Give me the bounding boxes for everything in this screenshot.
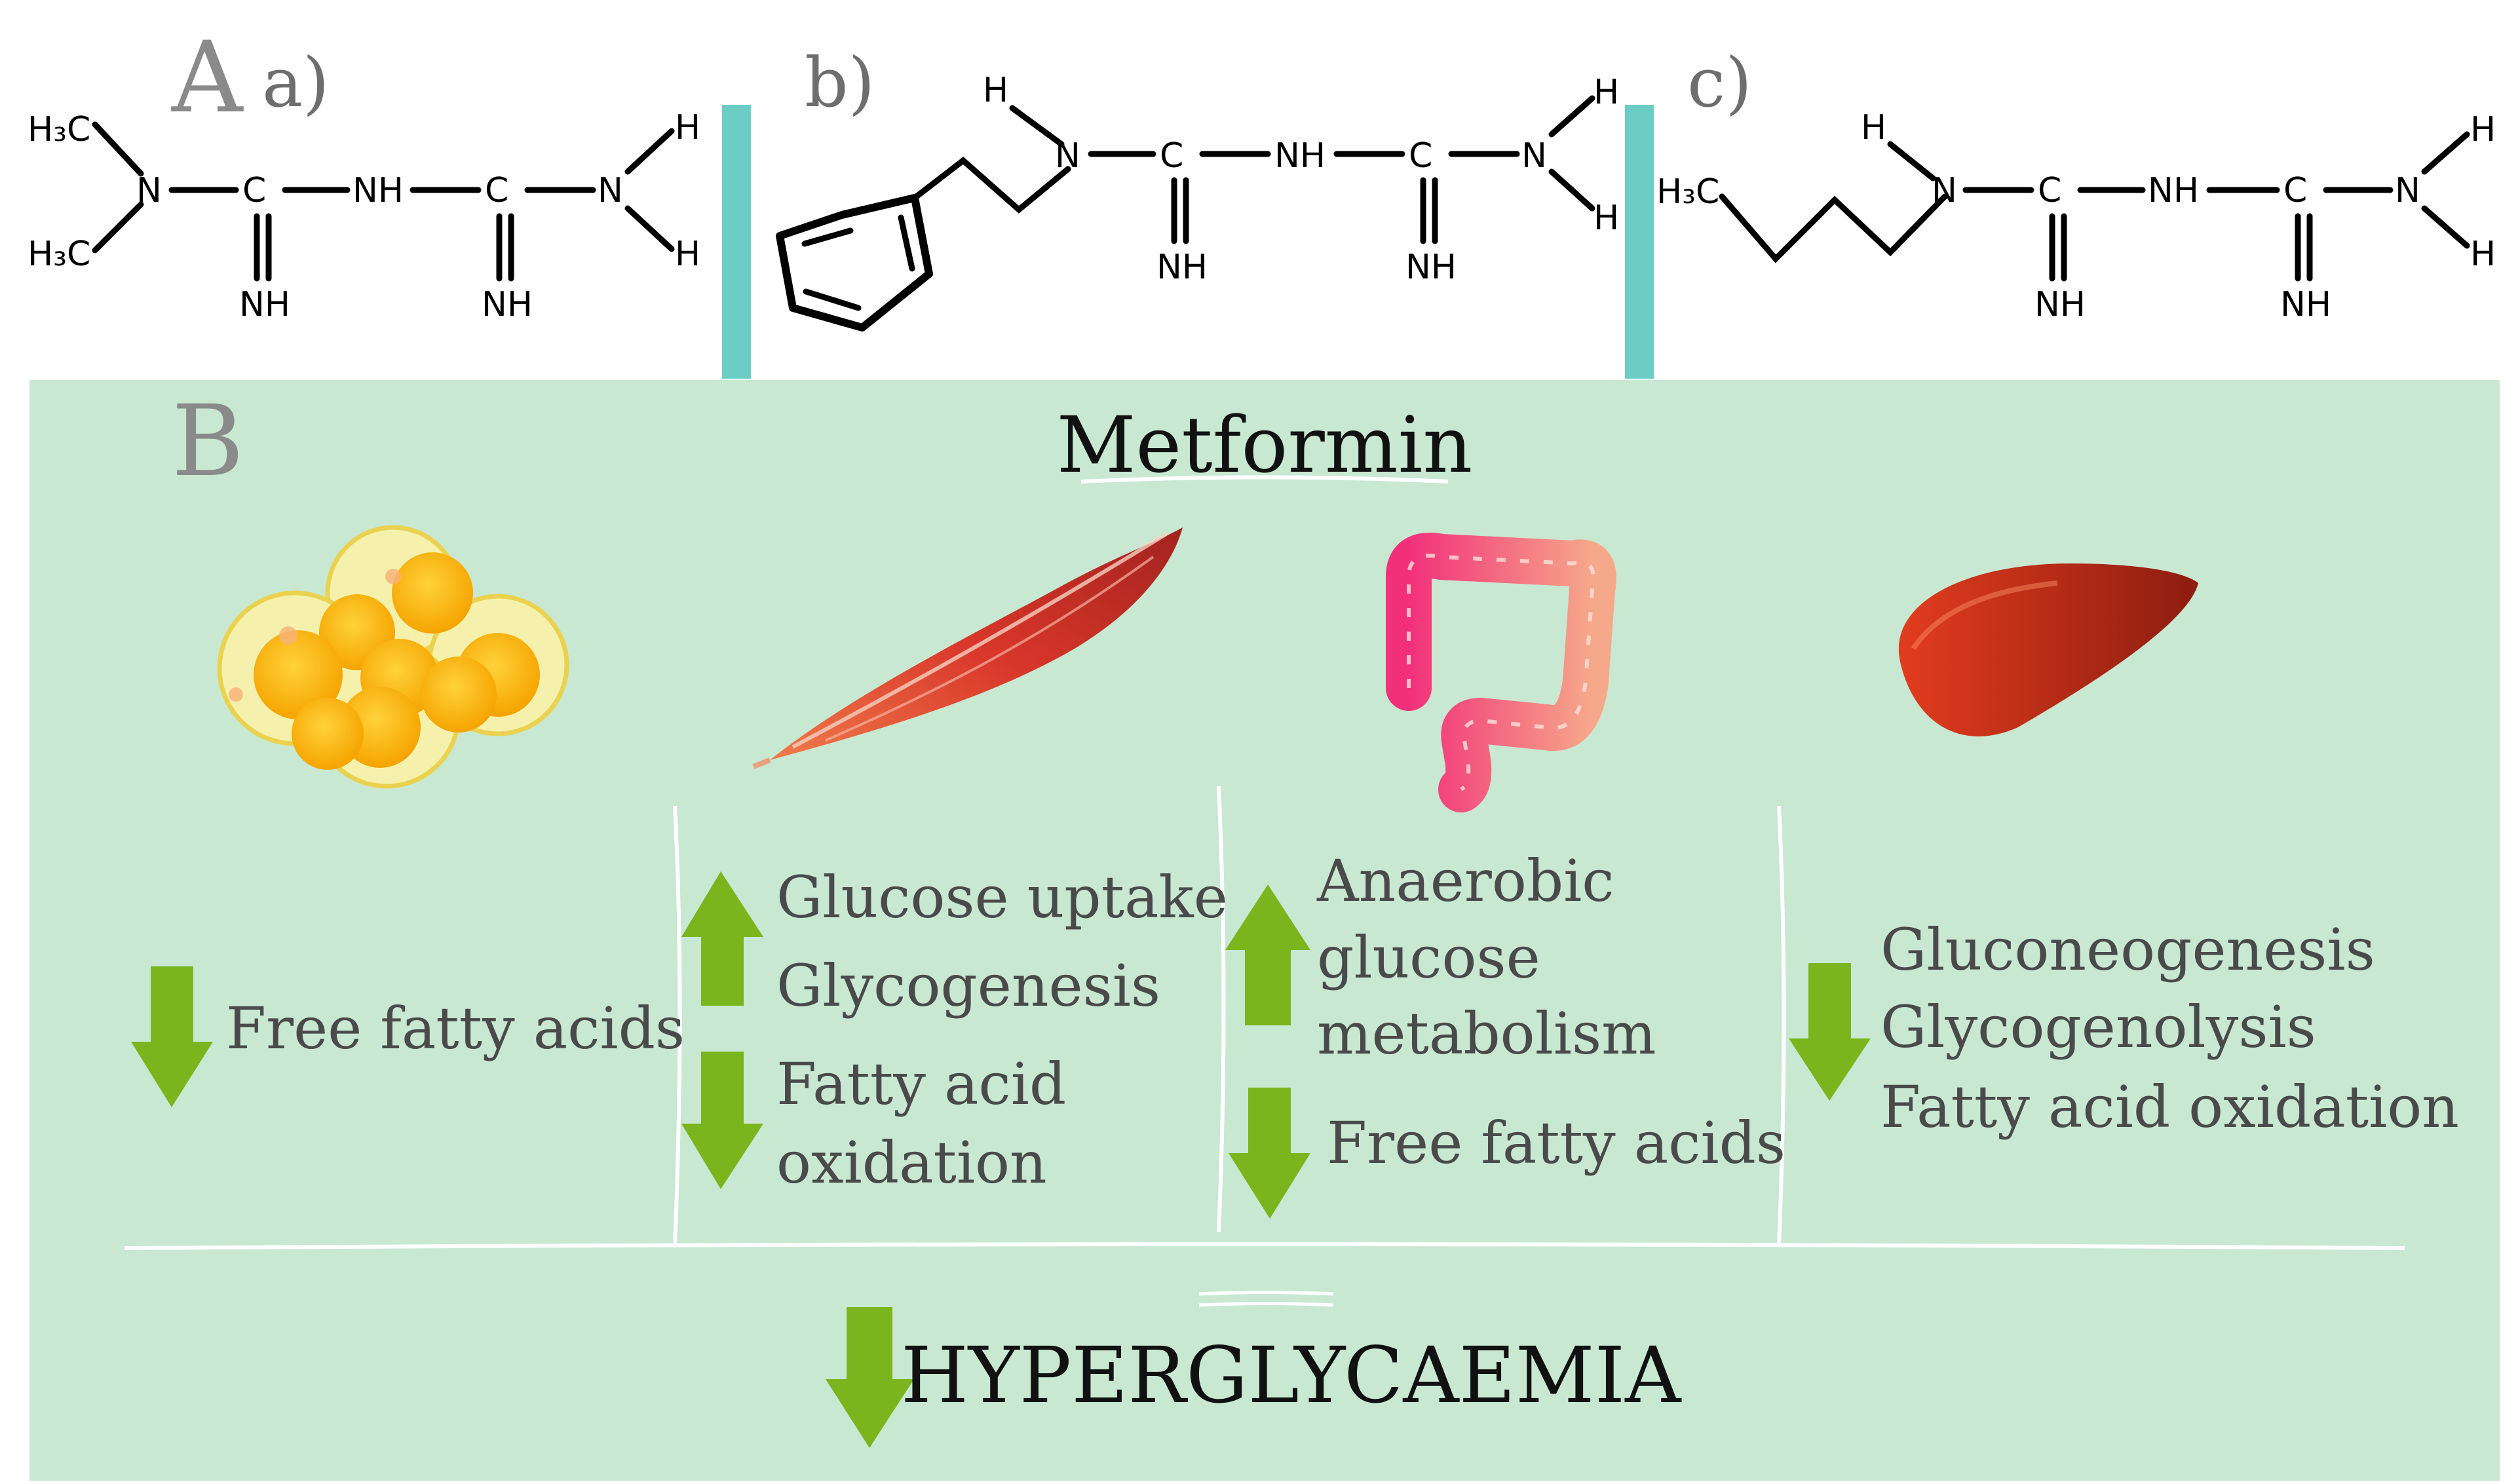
panel-a: A a) H₃C H₃C N C NH NH C NH N H H [28,21,2496,379]
molecule-a-label: a) [262,43,330,123]
column-separator-2 [1217,786,1226,1232]
title-underline [1080,475,1449,484]
molecule-b-imine-1: NH [1156,248,1208,287]
muscle-effect-oxidation: oxidation [776,1129,1047,1196]
intestine-effect-glucose: glucose [1317,924,1540,991]
molecule-c-hydrogen-1: H [2470,110,2496,149]
molecule-a-nh-bridge: NH [353,171,404,210]
molecule-b-hydrogen-top: H [983,71,1008,110]
molecule-c-carbon-2: C [2283,171,2307,210]
panel-b: B Metformin [29,380,2500,1481]
molecule-a-nitrogen-1: N [136,171,162,210]
metformin-title: Metformin [1057,400,1473,490]
liver-effect-glycogenolysis: Glycogenolysis [1880,993,2316,1061]
intestine-effect-group: Anaerobic glucose metabolism Free fatty … [1225,847,1785,1219]
molecule-b-nh-bridge: NH [1274,136,1326,176]
muscle-effect-fatty-acid: Fatty acid [776,1050,1066,1118]
liver-effect-group: Gluconeogenesis Glycogenolysis Fatty aci… [1789,916,2459,1141]
muscle-effect-glycogenesis: Glycogenesis [776,952,1160,1019]
molecule-a-carbon-2: C [485,171,508,210]
molecule-b-hydrogen-2: H [1594,199,1619,238]
liver-effect-fatty-acid-oxidation: Fatty acid oxidation [1880,1073,2459,1141]
down-arrow-icon [681,1052,763,1189]
column-separator-1 [673,805,682,1246]
molecule-c-imine-2: NH [2280,285,2331,324]
molecule-a-nitrogen-2: N [598,171,623,210]
molecule-b-imine-2: NH [1405,248,1457,287]
molecule-b-carbon-1: C [1160,136,1183,176]
molecule-c-methyl: H₃C [1656,172,1719,212]
molecule-a-hydrogen-1: H [675,108,700,147]
column-separator-3 [1777,805,1786,1246]
molecule-c-imine-1: NH [2034,285,2086,324]
up-arrow-icon [681,871,763,1006]
intestine-icon [1386,533,1616,812]
muscle-icon [752,527,1183,769]
molecule-b-label: b) [805,43,875,123]
liver-icon [1898,563,2198,736]
panel-b-letter: B [172,385,244,499]
molecule-a-imine-2: NH [482,285,533,324]
down-arrow-icon [1789,963,1871,1101]
molecule-c-nitrogen-2: N [2395,171,2420,210]
divider-a-b [722,105,751,379]
outcome-hyperglycaemia: HYPERGLYCAEMIA [901,1330,1682,1420]
molecule-a-methyl-top: H₃C [28,110,90,149]
intestine-effect-anaerobic: Anaerobic [1316,847,1614,915]
adipose-effect-free-fatty-acids: Free fatty acids [226,995,685,1062]
molecule-b-hydrogen-1: H [1594,73,1619,112]
muscle-effect-group: Glucose uptake Glycogenesis Fatty acid o… [681,864,1228,1196]
molecule-c-hydrogen-top: H [1861,108,1886,147]
down-arrow-icon [826,1307,914,1448]
divider-b-c [1625,105,1654,379]
molecule-a: a) H₃C H₃C N C NH NH C NH N H H [28,43,700,324]
molecule-c-carbon-1: C [2038,171,2061,210]
panel-a-letter: A [171,21,244,135]
down-arrow-icon [131,966,213,1107]
molecule-c: c) H₃C H N C NH NH C NH N H H [1656,43,2496,324]
outcome-group: HYPERGLYCAEMIA [826,1307,1682,1448]
intestine-effect-free-fatty-acids: Free fatty acids [1327,1109,1785,1177]
molecule-c-label: c) [1687,43,1752,123]
molecule-a-methyl-bottom: H₃C [28,235,90,274]
molecule-a-hydrogen-2: H [675,235,700,274]
molecule-b-carbon-2: C [1409,136,1432,176]
molecule-c-hydrogen-2: H [2470,235,2496,274]
adipose-effect-group: Free fatty acids [131,966,685,1107]
summary-separator [124,1242,2405,1250]
intestine-effect-metabolism: metabolism [1317,1000,1656,1067]
molecule-c-nitrogen-1: N [1932,171,1957,210]
adipose-tissue-icon [217,525,569,789]
liver-effect-gluconeogenesis: Gluconeogenesis [1880,916,2375,983]
muscle-effect-glucose-uptake: Glucose uptake [776,864,1228,931]
molecule-b: b) H N C NH NH C NH N H H [776,43,1619,332]
down-arrow-icon [1229,1088,1310,1219]
up-arrow-icon [1225,885,1310,1025]
molecule-a-imine-1: NH [239,285,290,324]
molecule-c-nh-bridge: NH [2148,171,2199,210]
molecule-b-nitrogen-2: N [1521,136,1547,176]
molecule-a-carbon-1: C [242,171,266,210]
molecule-b-nitrogen-1: N [1055,136,1080,176]
double-line-mark [1198,1291,1334,1307]
